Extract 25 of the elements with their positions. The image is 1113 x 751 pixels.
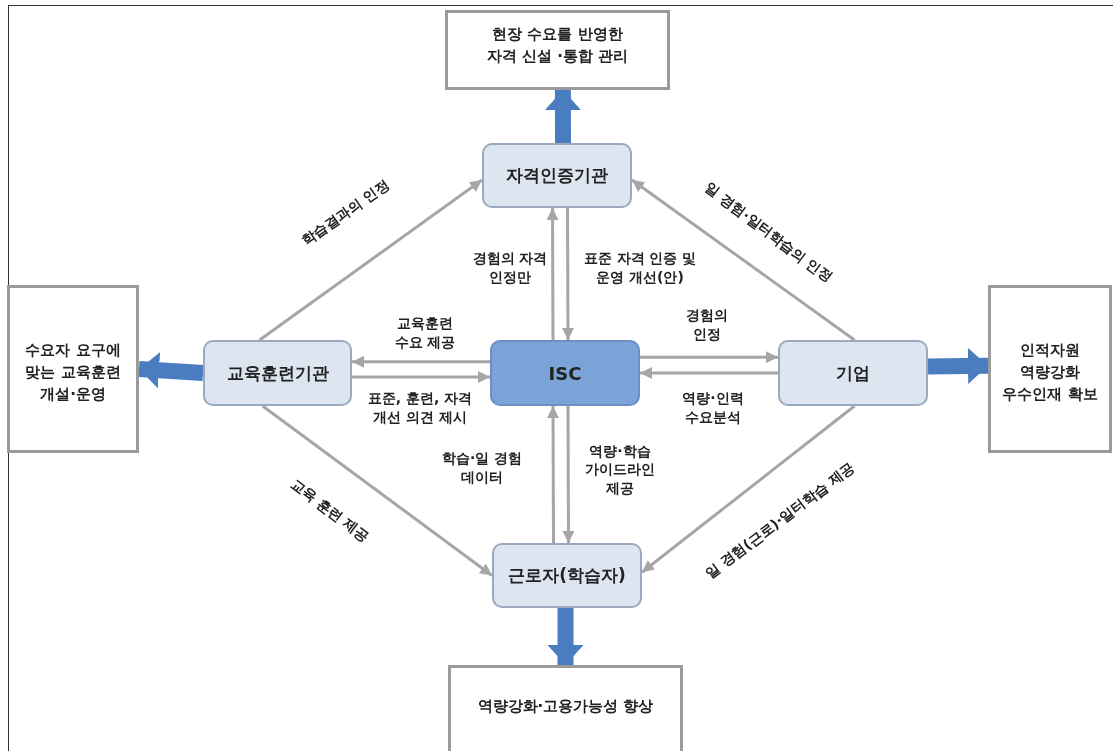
process-box: 자격인증기관 [482,143,632,208]
arrow [258,178,483,342]
process-box: 기업 [778,340,928,406]
center-box: ISC [490,340,640,406]
process-box: 교육훈련기관 [203,340,352,406]
outcome-box: 인적자원 역량강화 우수인재 확보 [988,285,1112,453]
block-arrow [927,347,989,384]
arrow [352,355,490,368]
block-arrow [547,608,584,665]
arrow [546,208,559,340]
arrow [641,404,856,574]
outcome-box: 역량강화·고용가능성 향상 [448,665,683,751]
block-arrow [544,89,581,144]
block-arrow [138,352,204,389]
arrow [352,370,490,383]
arrow [640,351,778,364]
process-box: 근로자(학습자) [492,543,642,608]
arrow [640,367,778,379]
arrow [561,208,574,340]
outcome-box: 수요자 요구에 맞는 교육훈련 개설·운영 [7,285,139,453]
arrow [547,406,560,543]
arrow [562,406,575,543]
outcome-box: 현장 수요를 반영한 자격 신설 ·통합 관리 [445,10,670,90]
arrow [631,178,856,342]
arrow [261,404,493,577]
